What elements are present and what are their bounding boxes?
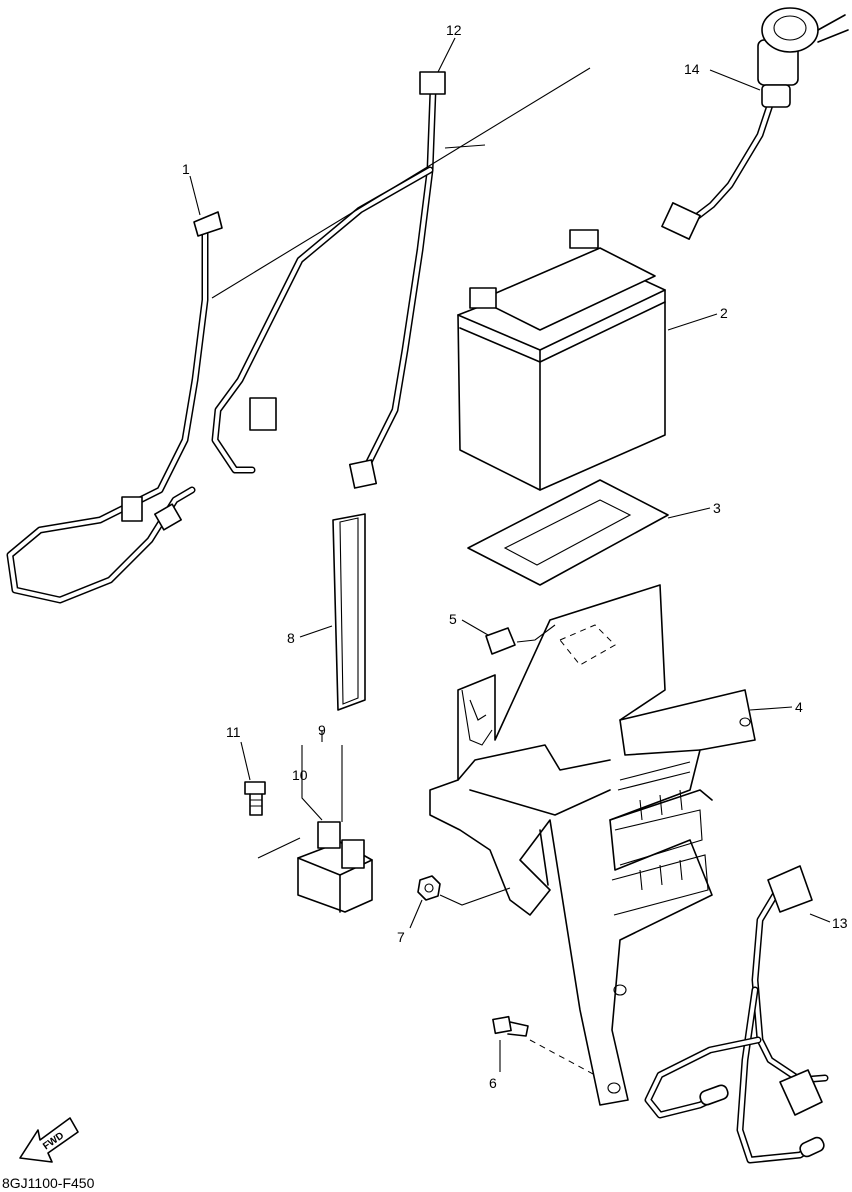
callout-14: 14 <box>684 61 700 77</box>
callout-1: 1 <box>182 161 190 177</box>
sub-wire-harness <box>644 865 829 1164</box>
leader-lines <box>189 37 831 1072</box>
battery <box>457 229 666 491</box>
battery-band <box>332 513 366 711</box>
bolt-6 <box>492 1015 596 1076</box>
nut <box>417 875 511 906</box>
callout-3: 3 <box>713 500 721 516</box>
callout-5: 5 <box>449 611 457 627</box>
negative-lead <box>6 211 223 604</box>
callout-11: 11 <box>226 724 241 740</box>
callout-9: 9 <box>318 722 326 738</box>
starter-relay <box>257 745 373 913</box>
diagram-code: 8GJ1100-F450 <box>2 1175 95 1191</box>
wire-harness-lead <box>211 71 446 489</box>
callout-12: 12 <box>446 22 462 38</box>
callout-2: 2 <box>720 305 728 321</box>
accessory-socket <box>661 7 849 240</box>
callout-7: 7 <box>397 929 405 945</box>
clip <box>485 624 616 666</box>
callout-8: 8 <box>287 630 295 646</box>
callout-13: 13 <box>832 915 848 931</box>
callout-labels: 1 2 3 4 5 6 7 8 9 10 11 12 13 14 <box>182 22 848 1091</box>
battery-pad <box>467 479 669 586</box>
battery-box <box>429 584 756 1106</box>
callout-6: 6 <box>489 1075 497 1091</box>
fwd-arrow: FWD <box>19 1117 79 1163</box>
bolt-11 <box>244 781 266 816</box>
callout-10: 10 <box>292 767 308 783</box>
callout-4: 4 <box>795 699 803 715</box>
